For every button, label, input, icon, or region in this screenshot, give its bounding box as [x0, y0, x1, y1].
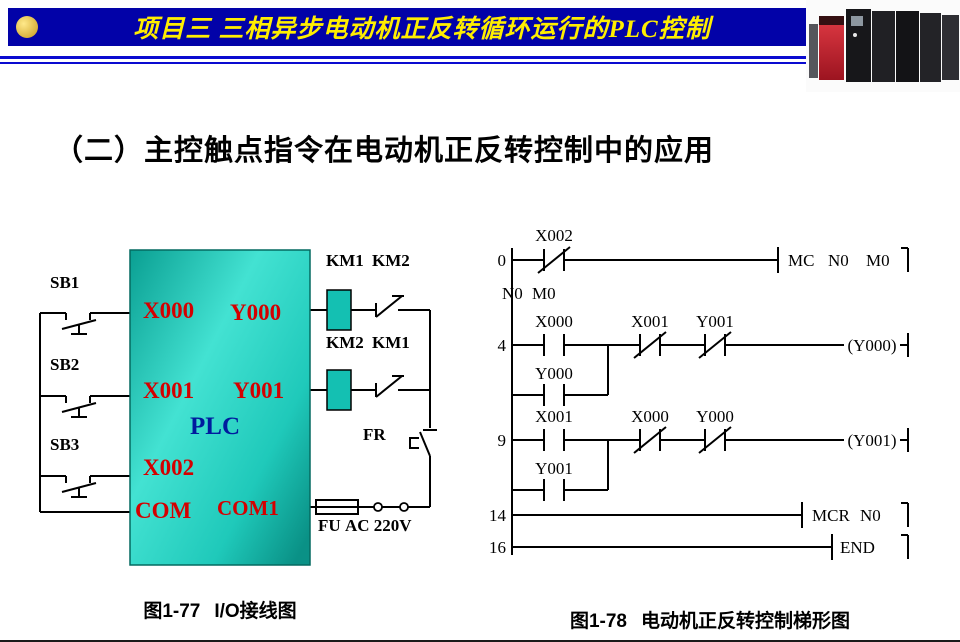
ladder-rung-14: 14 MCR N0	[489, 502, 909, 528]
right-rail-segment	[901, 502, 909, 527]
contact-label: Y001	[696, 312, 734, 331]
rung-number: 4	[498, 336, 507, 355]
terminal-com1: COM1	[217, 496, 279, 520]
bus-label-n: N0	[502, 284, 523, 303]
contact-label: Y001	[535, 459, 573, 478]
contact-symbol	[543, 384, 565, 406]
right-rail-segment	[901, 534, 909, 559]
ladder-rung-0: 0 X002 MC N0 M0	[498, 226, 909, 274]
contact-label: X002	[535, 226, 573, 245]
io-caption-text: I/O接线图	[214, 601, 297, 622]
km1-coil	[326, 289, 352, 331]
contact-label: Y000	[535, 364, 573, 383]
coil-label-km2: KM2	[326, 333, 364, 352]
contact-label: Y000	[696, 407, 734, 426]
plc-module	[920, 13, 941, 82]
plc-box	[129, 249, 311, 566]
instruction-op: MC	[788, 251, 814, 270]
mc-bus-labels: N0 M0	[502, 284, 556, 303]
contact-label: X001	[631, 312, 669, 331]
plc-label: PLC	[190, 413, 240, 440]
nc-slash	[633, 331, 732, 359]
contact-symbol	[543, 479, 565, 501]
io-wiring-diagram: X000 Y000 X001 Y001 PLC X002 COM COM1 SB…	[39, 249, 437, 566]
contact-symbol	[543, 429, 726, 451]
io-wires	[39, 309, 431, 513]
button-label-sb2: SB2	[50, 355, 79, 374]
page-title: （二）主控触点指令在电动机正反转控制中的应用	[54, 135, 715, 167]
plc-module	[896, 11, 919, 82]
instruction-arg: N0	[860, 506, 881, 525]
parallel-branch-wire	[512, 345, 609, 396]
plc-module-red	[819, 16, 844, 80]
plc-module	[846, 9, 871, 82]
fuse-symbol	[315, 499, 359, 515]
io-caption: 图1-77 I/O接线图	[40, 596, 400, 623]
terminal-y000: Y000	[230, 300, 281, 325]
output-coil: (Y000)	[847, 336, 896, 355]
nc-slash	[537, 246, 571, 274]
supply-terminal	[399, 502, 409, 512]
km2-coil	[326, 369, 352, 411]
terminal-x001: X001	[143, 378, 194, 403]
plc-module-detail	[819, 16, 844, 25]
contact-label: X000	[631, 407, 669, 426]
header-title: 项目三 三相异步电动机正反转循环运行的PLC控制	[133, 16, 711, 43]
instruction-op: MCR	[812, 506, 850, 525]
contact-label-km2: KM2	[372, 251, 410, 270]
nc-contact-symbol	[375, 295, 404, 398]
ladder-rung-4: 4 X000 X001 Y001 (Y000) Y000	[498, 312, 909, 406]
terminal-x002: X002	[143, 455, 194, 480]
instruction-op: END	[840, 538, 875, 557]
instruction-arg: N0	[828, 251, 849, 270]
contact-label: X000	[535, 312, 573, 331]
contact-label: X001	[535, 407, 573, 426]
rung-number: 0	[498, 251, 507, 270]
ladder-rung-16: 16 END	[489, 534, 909, 560]
plc-module-detail	[851, 16, 863, 26]
coil-label-km1: KM1	[326, 251, 364, 270]
instruction-arg: M0	[866, 251, 890, 270]
rung-number: 14	[489, 506, 507, 525]
ladder-caption-text: 电动机正反转控制梯形图	[641, 611, 851, 632]
right-rail-segment	[901, 247, 909, 272]
terminal-com: COM	[135, 498, 192, 523]
ac-label: AC 220V	[345, 516, 412, 535]
parallel-branch-wire	[512, 440, 609, 491]
header-emblem-icon	[16, 16, 38, 38]
contact-label-km1: KM1	[372, 333, 410, 352]
ladder-diagram: 0 X002 MC N0 M0 N0 M0 4 X000 X001 Y001 (…	[489, 226, 909, 560]
nc-slash	[633, 426, 732, 454]
terminal-y001: Y001	[233, 378, 284, 403]
plc-module-detail	[853, 33, 857, 37]
bus-label-m: M0	[532, 284, 556, 303]
plc-module	[872, 11, 895, 82]
fr-contact-symbol	[409, 429, 437, 457]
pushbutton-symbol	[61, 313, 97, 498]
button-label-sb1: SB1	[50, 273, 79, 292]
io-caption-number: 图1-77	[143, 601, 201, 622]
supply-terminal	[373, 502, 383, 512]
header-divider	[0, 56, 806, 64]
output-coil: (Y001)	[847, 431, 896, 450]
rung-number: 16	[489, 538, 506, 557]
button-label-sb3: SB3	[50, 435, 79, 454]
plc-module	[942, 15, 959, 80]
plc-photo	[806, 0, 960, 92]
ladder-caption: 图1-78 电动机正反转控制梯形图	[490, 606, 930, 633]
plc-module	[809, 24, 818, 78]
header-bar: 项目三 三相异步电动机正反转循环运行的PLC控制	[8, 8, 806, 46]
fr-label: FR	[363, 425, 386, 444]
ladder-rung-9: 9 X001 X000 Y000 (Y001) Y001	[498, 407, 909, 501]
rung-number: 9	[498, 431, 507, 450]
ladder-caption-number: 图1-78	[569, 611, 627, 632]
fu-label: FU	[318, 516, 341, 535]
terminal-x000: X000	[143, 298, 194, 323]
contact-symbol	[543, 334, 726, 356]
